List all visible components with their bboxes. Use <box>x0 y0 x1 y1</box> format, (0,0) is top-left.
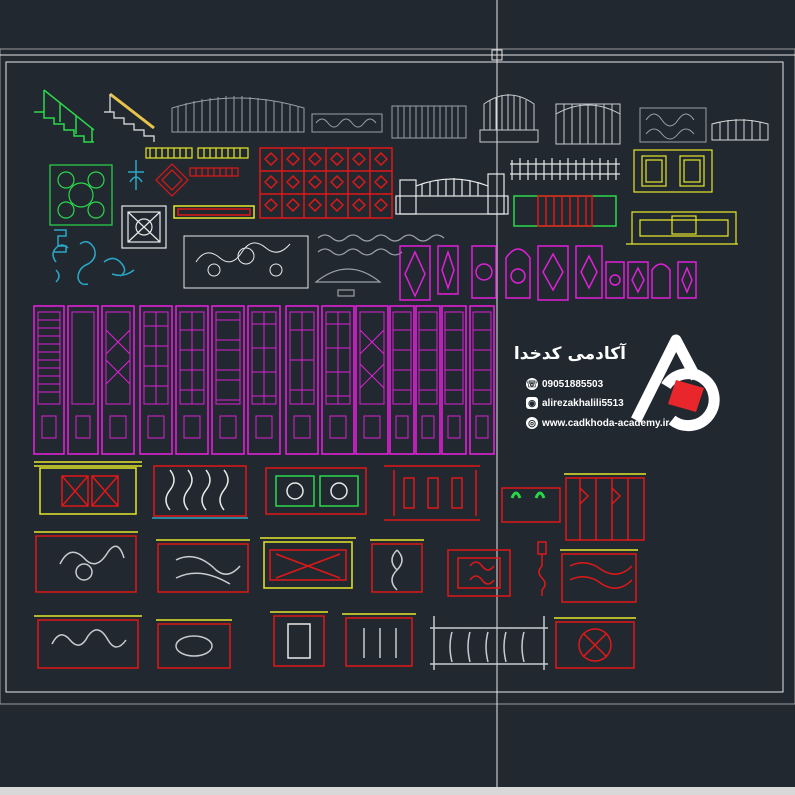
balustrade-red-ornate-1[interactable] <box>34 531 138 593</box>
academy-logo <box>631 334 720 432</box>
balustrade-red-small[interactable] <box>370 539 424 593</box>
fence-panel-gray-2[interactable] <box>391 105 467 139</box>
balustrade-red-tall[interactable] <box>564 473 646 541</box>
phone-icon: ☏ <box>526 378 538 390</box>
railing-strip-red[interactable] <box>189 167 239 177</box>
fence-panel-ornate-gray[interactable] <box>639 107 707 143</box>
phone-number: 09051885503 <box>542 378 604 390</box>
balustrade-red-ornate-3[interactable] <box>156 619 232 669</box>
staircase-block-white[interactable] <box>104 92 155 142</box>
academy-title: آکادمی کدخدا <box>513 344 626 364</box>
frame-yellow-double[interactable] <box>633 149 713 193</box>
window-grille-green[interactable] <box>49 164 113 226</box>
instagram-handle: alirezakhalili5513 <box>542 397 624 409</box>
balustrade-red-wave-2[interactable] <box>560 549 638 603</box>
relief-panel-white[interactable] <box>183 235 309 289</box>
balustrade-yellow-red-1[interactable] <box>34 461 142 515</box>
website-url: www.cadkhoda-academy.ir <box>542 417 670 429</box>
grille-red-square[interactable] <box>447 549 511 597</box>
contact-website: ◎ www.cadkhoda-academy.ir <box>526 417 669 429</box>
gate-white-2[interactable] <box>555 103 621 145</box>
door-grid-red[interactable] <box>259 147 393 219</box>
instagram-icon: ◉ <box>526 397 538 409</box>
railing-strip-yellow-red[interactable] <box>173 205 255 219</box>
balustrade-green-red[interactable] <box>265 467 367 515</box>
crosshair-pickbox <box>491 49 503 61</box>
balustrade-white-classic[interactable] <box>430 616 548 670</box>
frame-yellow-wide[interactable] <box>626 211 738 245</box>
window-grille-white-square[interactable] <box>121 205 167 249</box>
contact-instagram: ◉ alirezakhalili5513 <box>526 397 624 409</box>
ornament-strip-gray-2[interactable] <box>314 234 445 297</box>
gate-white-masonry[interactable] <box>395 173 509 215</box>
gate-white-1[interactable] <box>479 94 539 143</box>
sheet-outer-frame <box>0 48 795 705</box>
ornament-red-diamond[interactable] <box>155 163 189 197</box>
sheet-inner-frame <box>5 61 784 693</box>
balustrade-yellow-frame[interactable] <box>260 537 356 589</box>
fence-panel-gray-1[interactable] <box>171 96 305 133</box>
contact-phone: ☏ 09051885503 <box>526 378 603 390</box>
balustrade-red-circle[interactable] <box>554 617 636 669</box>
ornament-cyan-1[interactable] <box>128 160 144 190</box>
balustrade-red-scroll[interactable] <box>152 465 248 519</box>
balustrade-red-wave[interactable] <box>156 539 250 593</box>
planter-railing-red[interactable] <box>501 487 561 523</box>
staircase-block-green[interactable] <box>34 89 95 143</box>
railing-strip-yellow-1[interactable] <box>145 147 193 159</box>
balustrade-red-balusters[interactable] <box>342 613 416 667</box>
door-panels-magenta-small[interactable] <box>399 245 697 301</box>
fence-panel-white-small[interactable] <box>711 119 769 141</box>
balustrade-red-ornate-2[interactable] <box>34 615 142 669</box>
picket-fence-white[interactable] <box>510 158 620 180</box>
baluster-red-single[interactable] <box>537 541 547 596</box>
railing-strip-yellow-2[interactable] <box>197 147 249 159</box>
ornament-strip-gray[interactable] <box>311 113 383 133</box>
railing-green-red[interactable] <box>513 195 617 227</box>
balustrade-red-narrow[interactable] <box>270 611 328 667</box>
door-set-magenta-detail <box>37 311 492 439</box>
balustrade-red-baluster[interactable] <box>384 465 480 521</box>
ornament-cyan-column[interactable] <box>52 229 135 286</box>
globe-icon: ◎ <box>526 417 538 429</box>
bottom-scroll-strip[interactable] <box>0 787 795 795</box>
door-set-magenta-large[interactable] <box>33 305 495 455</box>
